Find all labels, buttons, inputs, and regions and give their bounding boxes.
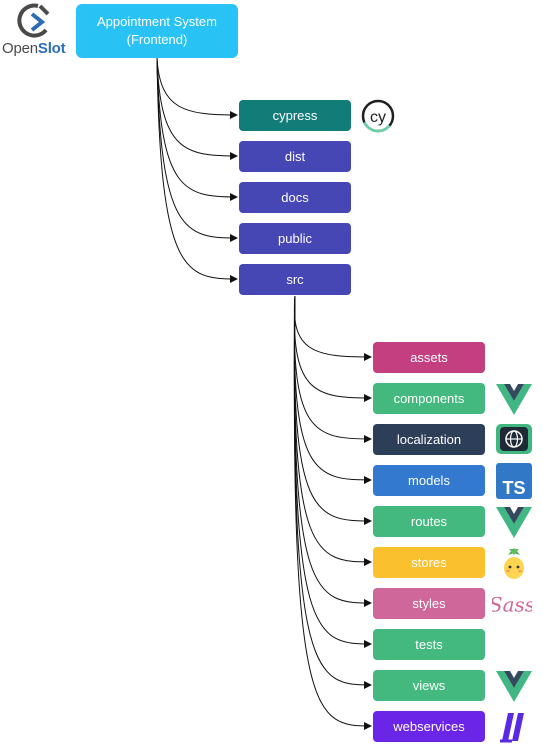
root-node: Appointment System (Frontend) [76,4,238,58]
sass-icon: Sass [489,586,535,622]
openslot-logo-mark [17,3,50,38]
src-folder-webservices: webservices [373,711,485,742]
logo-text: OpenSlot [2,40,66,57]
src-folder-localization: localization [373,424,485,455]
root-title: Appointment System [97,14,217,29]
vue-icon [494,668,534,704]
openslot-logo: OpenSlot [0,0,70,62]
svg-text:cy: cy [370,109,386,126]
src-folder-tests: tests [373,629,485,660]
pinia-icon [494,545,534,581]
folder-cypress: cypress [239,100,351,131]
svg-text:Sass: Sass [492,592,532,616]
src-folder-components: components [373,383,485,414]
typescript-icon: TS [494,463,534,499]
src-folder-stores: stores [373,547,485,578]
axios-icon [494,709,534,745]
src-folder-styles: styles [373,588,485,619]
src-folder-assets: assets [373,342,485,373]
vue-icon [494,381,534,417]
folder-public: public [239,223,351,254]
src-folder-views: views [373,670,485,701]
svg-text:TS: TS [502,478,525,498]
src-folder-models: models [373,465,485,496]
src-folder-routes: routes [373,506,485,537]
root-subtitle: (Frontend) [126,32,188,47]
folder-src: src [239,264,351,295]
folder-docs: docs [239,182,351,213]
cypress-icon: cy [360,98,400,134]
vue-icon [494,504,534,540]
globe-icon [494,422,534,458]
folder-dist: dist [239,141,351,172]
